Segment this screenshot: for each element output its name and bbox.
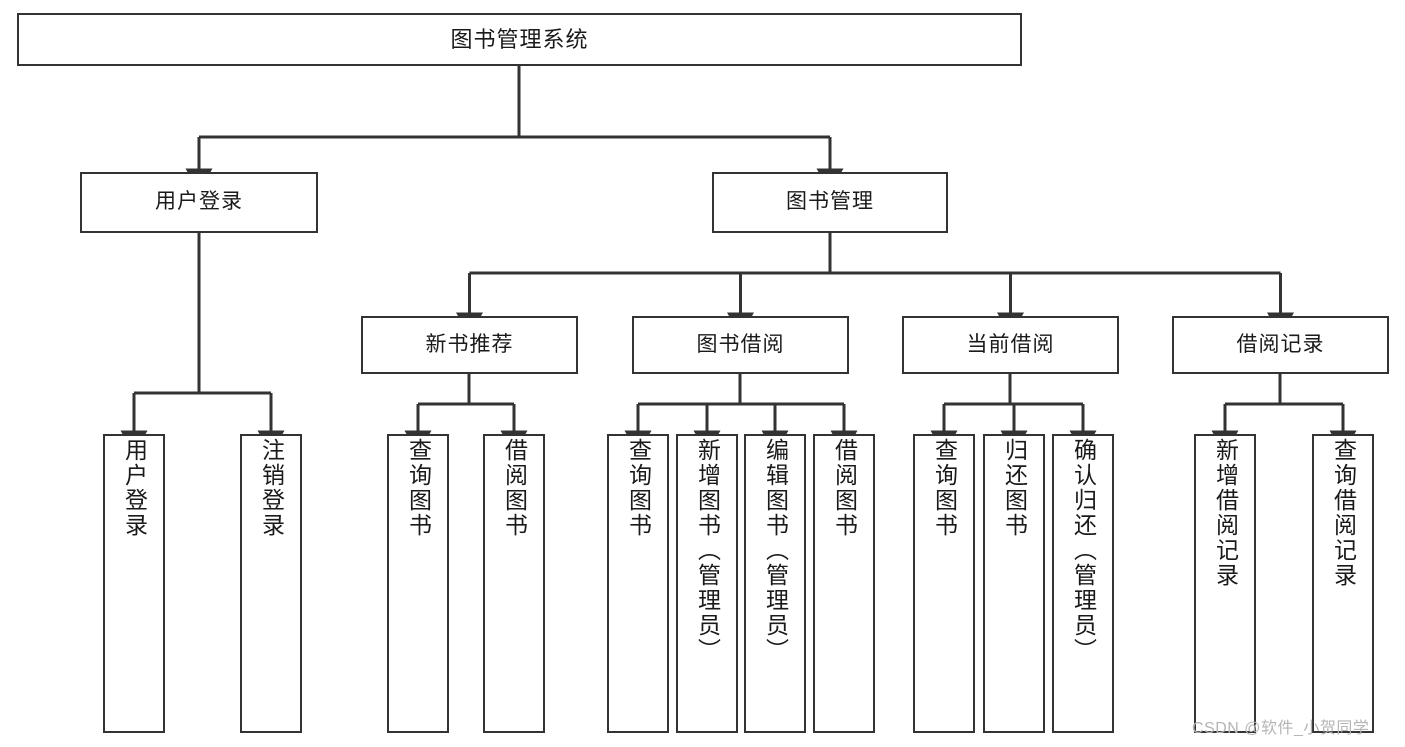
node-label: 图书管理 (786, 190, 874, 214)
node-label: 查询图书 (931, 438, 958, 538)
node-label: 注销登录 (258, 438, 285, 538)
node-c3[interactable]: 确认归还（管理员） (1052, 434, 1114, 733)
node-c1[interactable]: 查询图书 (913, 434, 975, 733)
conn-records (1211, 374, 1357, 455)
node-c2[interactable]: 归还图书 (983, 434, 1045, 733)
node-label: 借阅记录 (1236, 332, 1325, 356)
conn-bookmgmt (456, 233, 1294, 337)
node-records[interactable]: 借阅记录 (1172, 316, 1389, 374)
node-borrow[interactable]: 图书借阅 (632, 316, 849, 374)
node-l2[interactable]: 注销登录 (240, 434, 302, 733)
node-b1[interactable]: 查询图书 (607, 434, 669, 733)
conn-borrow (624, 374, 858, 455)
node-label: 新增借阅记录 (1212, 438, 1239, 588)
node-n1[interactable]: 查询图书 (387, 434, 449, 733)
node-label: 确认归还（管理员） (1070, 438, 1097, 663)
node-label: 新增图书（管理员） (694, 438, 721, 663)
node-label: 用户登录 (121, 438, 148, 538)
node-bookmgmt[interactable]: 图书管理 (712, 172, 948, 233)
node-label: 编辑图书（管理员） (762, 438, 789, 663)
conn-current (930, 374, 1097, 455)
conn-newbook (404, 374, 528, 455)
node-login[interactable]: 用户登录 (80, 172, 318, 233)
node-n2[interactable]: 借阅图书 (483, 434, 545, 733)
node-label: 借阅图书 (831, 438, 858, 538)
node-b4[interactable]: 借阅图书 (813, 434, 875, 733)
node-r2[interactable]: 查询借阅记录 (1312, 434, 1374, 733)
node-label: 查询借阅记录 (1330, 438, 1357, 588)
node-l1[interactable]: 用户登录 (103, 434, 165, 733)
conn-login (120, 233, 285, 455)
conn-root (185, 66, 844, 193)
node-label: 图书管理系统 (450, 26, 589, 52)
node-label: 当前借阅 (966, 332, 1055, 356)
node-newbook[interactable]: 新书推荐 (361, 316, 578, 374)
node-label: 用户登录 (155, 190, 243, 214)
node-label: 查询图书 (625, 438, 652, 538)
node-b3[interactable]: 编辑图书（管理员） (744, 434, 806, 733)
node-r1[interactable]: 新增借阅记录 (1194, 434, 1256, 733)
node-current[interactable]: 当前借阅 (902, 316, 1119, 374)
node-label: 借阅图书 (501, 438, 528, 538)
node-label: 新书推荐 (425, 332, 514, 356)
node-b2[interactable]: 新增图书（管理员） (676, 434, 738, 733)
node-label: 归还图书 (1001, 438, 1028, 538)
node-label: 查询图书 (405, 438, 432, 538)
node-label: 图书借阅 (696, 332, 785, 356)
node-root[interactable]: 图书管理系统 (17, 13, 1022, 66)
